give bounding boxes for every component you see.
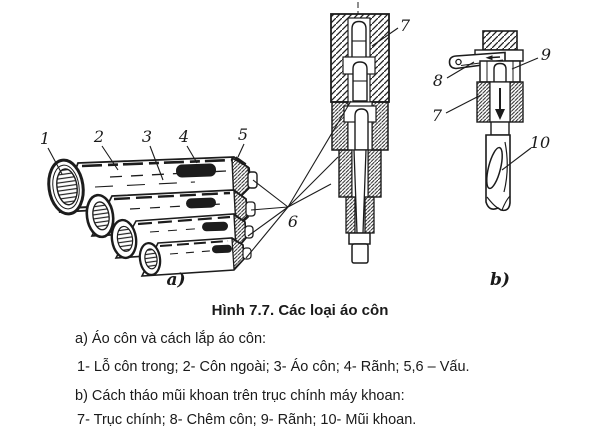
inner-sleeve-wall-left bbox=[338, 149, 353, 198]
tang-1 bbox=[351, 20, 367, 59]
drill-neck bbox=[490, 121, 510, 136]
spindle-section-group bbox=[330, 2, 390, 264]
sleeve-1 bbox=[47, 156, 258, 216]
callout-9: 9 bbox=[541, 45, 551, 64]
callout-6: 6 bbox=[288, 212, 298, 231]
part-label-a: a) bbox=[166, 270, 185, 290]
wedge-hole bbox=[455, 58, 462, 66]
taper-socket-wall-left bbox=[476, 81, 491, 123]
callout-8: 8 bbox=[433, 71, 443, 90]
tang-3 bbox=[354, 108, 369, 151]
drill-flute bbox=[486, 146, 503, 190]
taper-socket-wall-right bbox=[509, 81, 524, 123]
inner-sleeve-wall-right bbox=[367, 149, 382, 198]
callout-7-spindle: 7 bbox=[400, 16, 411, 35]
drill-removal-group bbox=[448, 30, 524, 212]
drill-body bbox=[485, 134, 511, 212]
drill-sleeve-wall-left bbox=[345, 196, 356, 234]
sleeve-1-slot bbox=[176, 163, 217, 178]
callout-4: 4 bbox=[178, 127, 189, 146]
callout-3: 3 bbox=[142, 127, 152, 146]
part-label-b: b) bbox=[490, 270, 510, 290]
sleeve-4-bore bbox=[144, 248, 158, 270]
caption-line-b: b) Cách tháo mũi khoan trên trục chính m… bbox=[75, 388, 405, 404]
sleeve-2-slot bbox=[186, 197, 216, 209]
shank-tip bbox=[351, 243, 369, 264]
sleeve-4 bbox=[138, 237, 252, 277]
callout-7-sleeve: 7 bbox=[432, 106, 443, 125]
caption-line-a-items: 1- Lỗ côn trong; 2- Côn ngoài; 3- Áo côn… bbox=[77, 359, 470, 375]
sleeve-1-bore bbox=[56, 168, 78, 206]
sleeve-4-tang-tip bbox=[242, 247, 252, 260]
callout-2: 2 bbox=[93, 127, 104, 146]
spindle-nose-block bbox=[482, 30, 518, 51]
caption-line-a: a) Áo côn và cách lắp áo côn: bbox=[75, 331, 267, 347]
callout-1: 1 bbox=[40, 129, 50, 148]
sleeve-3-slot bbox=[202, 221, 229, 232]
sleeve-2-tang-tip bbox=[245, 201, 256, 217]
sleeve-4-slot bbox=[212, 244, 232, 254]
wedge-arrow-icon bbox=[485, 55, 501, 61]
drill-tang bbox=[493, 62, 507, 83]
taper-sleeves-group bbox=[47, 156, 258, 277]
down-arrow-icon bbox=[495, 88, 505, 120]
sleeve-3-bore bbox=[116, 225, 134, 252]
drill-sleeve-wall-right bbox=[364, 196, 375, 234]
callout-10: 10 bbox=[530, 133, 550, 152]
callout-5: 5 bbox=[238, 125, 248, 144]
sleeve-1-tang-tip bbox=[247, 171, 258, 189]
sleeve-1-lug bbox=[235, 156, 247, 165]
caption-line-b-items: 7- Trục chính; 8- Chêm côn; 9- Rãnh; 10-… bbox=[77, 412, 417, 428]
figure-illustration: 1 2 3 4 5 6 7 8 9 7 10 a) b) bbox=[40, 2, 551, 290]
drill-shank bbox=[353, 149, 367, 234]
figure-caption-title: Hình 7.7. Các loại áo côn bbox=[211, 302, 389, 319]
sleeve-2-bore bbox=[92, 201, 110, 231]
shank-step bbox=[348, 232, 371, 245]
sleeve-3-tang-tip bbox=[244, 225, 254, 239]
leader-lines bbox=[47, 27, 539, 259]
